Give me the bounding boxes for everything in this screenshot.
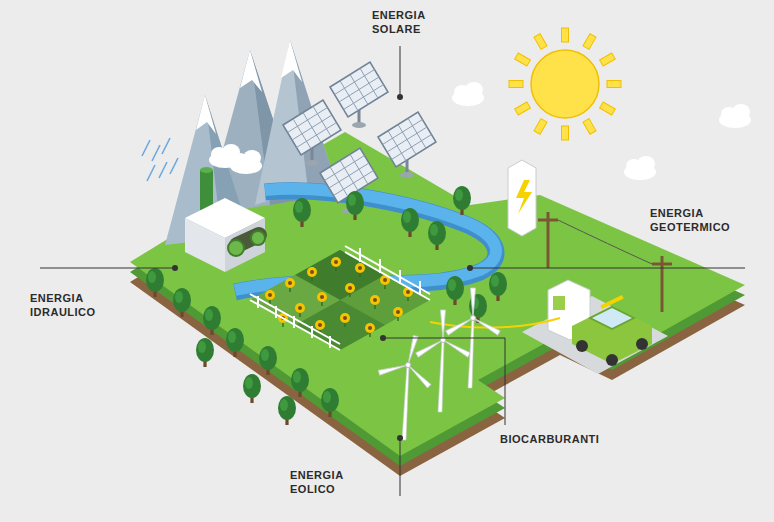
label-text: ENERGIA SOLARE xyxy=(372,8,447,37)
power-tower xyxy=(508,160,536,236)
label-text: BIOCARBURANTI xyxy=(500,432,599,446)
solar-panel xyxy=(283,100,341,166)
charging-station xyxy=(430,280,668,374)
callout-label: ENERGIA IDRAULICO xyxy=(30,291,120,320)
rain xyxy=(142,138,178,181)
label-text: ENERGIA IDRAULICO xyxy=(30,291,120,320)
solar-panel xyxy=(378,112,436,178)
cloud xyxy=(719,104,751,128)
leader-dot xyxy=(172,94,473,441)
label-text: ENERGIA GEOTERMICO xyxy=(650,206,745,235)
label-text: ENERGIA EOLICO xyxy=(290,468,355,497)
sunflower-field xyxy=(250,250,430,350)
cloud xyxy=(452,82,484,106)
leader-line xyxy=(40,46,745,496)
sun xyxy=(509,28,621,140)
wind-turbine xyxy=(377,288,500,440)
trees xyxy=(146,186,507,425)
hydro-plant xyxy=(185,167,270,272)
callout-label: ENERGIA GEOTERMICO xyxy=(650,206,745,235)
electric-car xyxy=(572,295,652,366)
cloud xyxy=(230,150,262,174)
callout-label: BIOCARBURANTI xyxy=(500,432,599,446)
fence xyxy=(250,246,430,350)
callout-label: ENERGIA EOLICO xyxy=(290,468,355,497)
solar-panel xyxy=(330,62,388,128)
callout-label: ENERGIA SOLARE xyxy=(372,8,447,37)
cloud xyxy=(624,156,656,180)
